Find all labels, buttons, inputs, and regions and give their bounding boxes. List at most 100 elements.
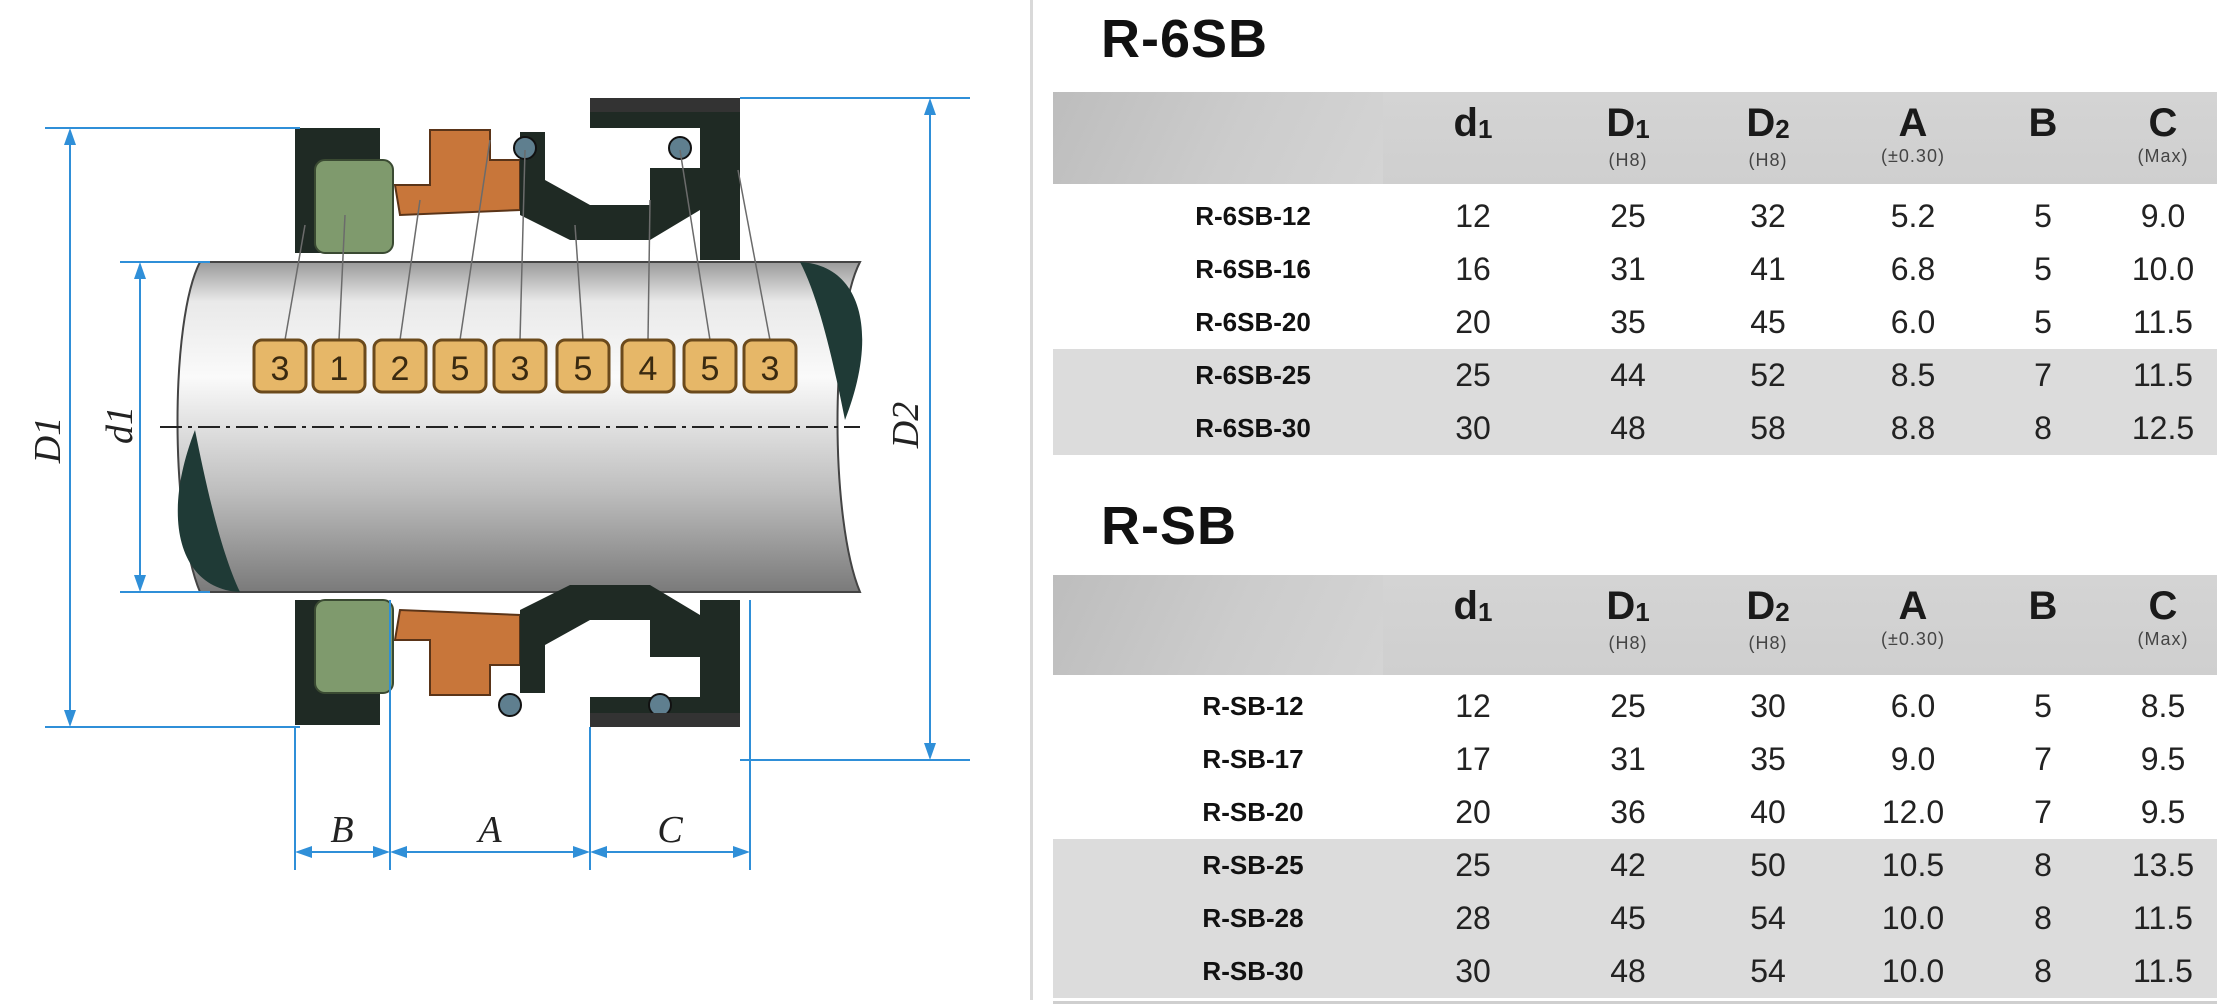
cell-B: 7 (2034, 741, 2052, 777)
part-number-box: 1 (311, 338, 367, 394)
column-header-d1: d1 (1393, 102, 1553, 148)
column-header-d1: d1 (1393, 585, 1553, 631)
part-number-text: 3 (271, 350, 290, 388)
column-header-D1: D1(H8) (1543, 102, 1713, 170)
cell-model: R-SB-12 (1202, 691, 1304, 721)
cell-d1: 25 (1455, 357, 1491, 393)
cell-D1: 25 (1610, 688, 1646, 724)
dimension-lines (45, 97, 970, 870)
column-header-tolerance: (H8) (1608, 150, 1648, 170)
cell-B: 7 (2034, 794, 2052, 830)
cell-C: 11.5 (2133, 900, 2193, 936)
cell-D1: 48 (1610, 953, 1646, 989)
dim-label-B: B (330, 809, 353, 851)
cell-d1: 20 (1455, 794, 1491, 830)
cell-D1: 48 (1610, 410, 1646, 446)
table-title: R-6SB (1101, 9, 1269, 69)
cell-C: 10.0 (2131, 251, 2195, 287)
cell-A: 6.8 (1890, 251, 1936, 287)
cell-B: 8 (2034, 410, 2052, 446)
cell-C: 11.5 (2133, 357, 2193, 393)
cell-C: 11.5 (2133, 953, 2193, 989)
cell-D2: 52 (1750, 357, 1786, 393)
cell-D2: 54 (1750, 953, 1786, 989)
cell-B: 5 (2034, 251, 2052, 287)
part-number-box: 3 (252, 338, 308, 394)
cell-A: 10.0 (1881, 953, 1945, 989)
cell-model: R-SB-20 (1202, 797, 1304, 827)
table-row: R-6SB-16 16 31 41 6.8 5 10.0 (1053, 243, 2217, 296)
cell-d1: 12 (1455, 198, 1491, 234)
dim-label-d1: d1 (99, 406, 141, 444)
cell-D2: 54 (1750, 900, 1786, 936)
part-number-text: 5 (574, 350, 593, 388)
column-header-label: D (1746, 101, 1776, 145)
column-header-D2: D2(H8) (1683, 102, 1853, 170)
column-header-label: D (1606, 101, 1636, 145)
cell-d1: 16 (1455, 251, 1491, 287)
cell-model: R-SB-30 (1202, 956, 1304, 986)
upper-seal-half (295, 98, 740, 260)
cell-A: 10.0 (1881, 900, 1945, 936)
column-header-D2: D2(H8) (1683, 585, 1853, 653)
cell-B: 8 (2034, 847, 2052, 883)
cell-A: 8.5 (1890, 357, 1936, 393)
column-header-label: d (1453, 101, 1478, 145)
part-number-box: 2 (372, 338, 428, 394)
column-header-tolerance: (±0.30) (1881, 629, 1945, 649)
cell-B: 5 (2034, 304, 2052, 340)
cell-d1: 28 (1455, 900, 1491, 936)
column-header-tolerance: (Max) (2137, 146, 2189, 166)
cell-model: R-6SB-20 (1195, 307, 1311, 337)
column-header-tolerance: (H8) (1608, 633, 1648, 653)
cell-A: 10.5 (1881, 847, 1945, 883)
leader-lines (284, 139, 771, 341)
cell-A: 9.0 (1890, 741, 1936, 777)
cell-d1: 30 (1455, 410, 1491, 446)
cell-d1: 30 (1455, 953, 1491, 989)
column-header-subscript: 2 (1775, 597, 1790, 627)
column-header-tolerance: (Max) (2137, 629, 2189, 649)
column-header-subscript: 1 (1477, 597, 1493, 627)
cell-D1: 31 (1610, 251, 1646, 287)
part-number-box: 5 (682, 338, 738, 394)
cell-D1: 25 (1610, 198, 1646, 234)
cell-d1: 17 (1455, 741, 1491, 777)
cell-D2: 41 (1750, 251, 1786, 287)
cell-D2: 32 (1750, 198, 1786, 234)
cell-D2: 58 (1750, 410, 1786, 446)
cell-C: 11.5 (2133, 304, 2193, 340)
cell-d1: 20 (1455, 304, 1491, 340)
part-number-box: 3 (492, 338, 548, 394)
cell-D1: 31 (1610, 741, 1646, 777)
column-header-label: d (1453, 584, 1478, 628)
column-header-tolerance: (H8) (1748, 150, 1788, 170)
cell-model: R-6SB-16 (1195, 254, 1311, 284)
column-header-label: D (1606, 584, 1636, 628)
part-number-box: 3 (742, 338, 798, 394)
column-header-A: A(±0.30) (1813, 585, 2013, 649)
cell-A: 8.8 (1890, 410, 1936, 446)
part-number-text: 5 (701, 350, 720, 388)
column-header-C: C(Max) (2083, 585, 2217, 649)
column-header-tolerance: (±0.30) (1881, 146, 1945, 166)
cell-D1: 44 (1610, 357, 1646, 393)
vertical-divider (1030, 0, 1033, 1000)
cell-model: R-SB-17 (1202, 744, 1304, 774)
cell-model: R-SB-25 (1202, 850, 1304, 880)
cell-B: 8 (2034, 900, 2052, 936)
part-number-text: 2 (391, 350, 410, 388)
dim-label-A: A (475, 809, 502, 851)
cell-D2: 45 (1750, 304, 1786, 340)
column-header-subscript: 1 (1635, 597, 1650, 627)
part-number-text: 1 (330, 350, 349, 388)
cell-B: 8 (2034, 953, 2052, 989)
column-header-label: C (2148, 101, 2178, 145)
